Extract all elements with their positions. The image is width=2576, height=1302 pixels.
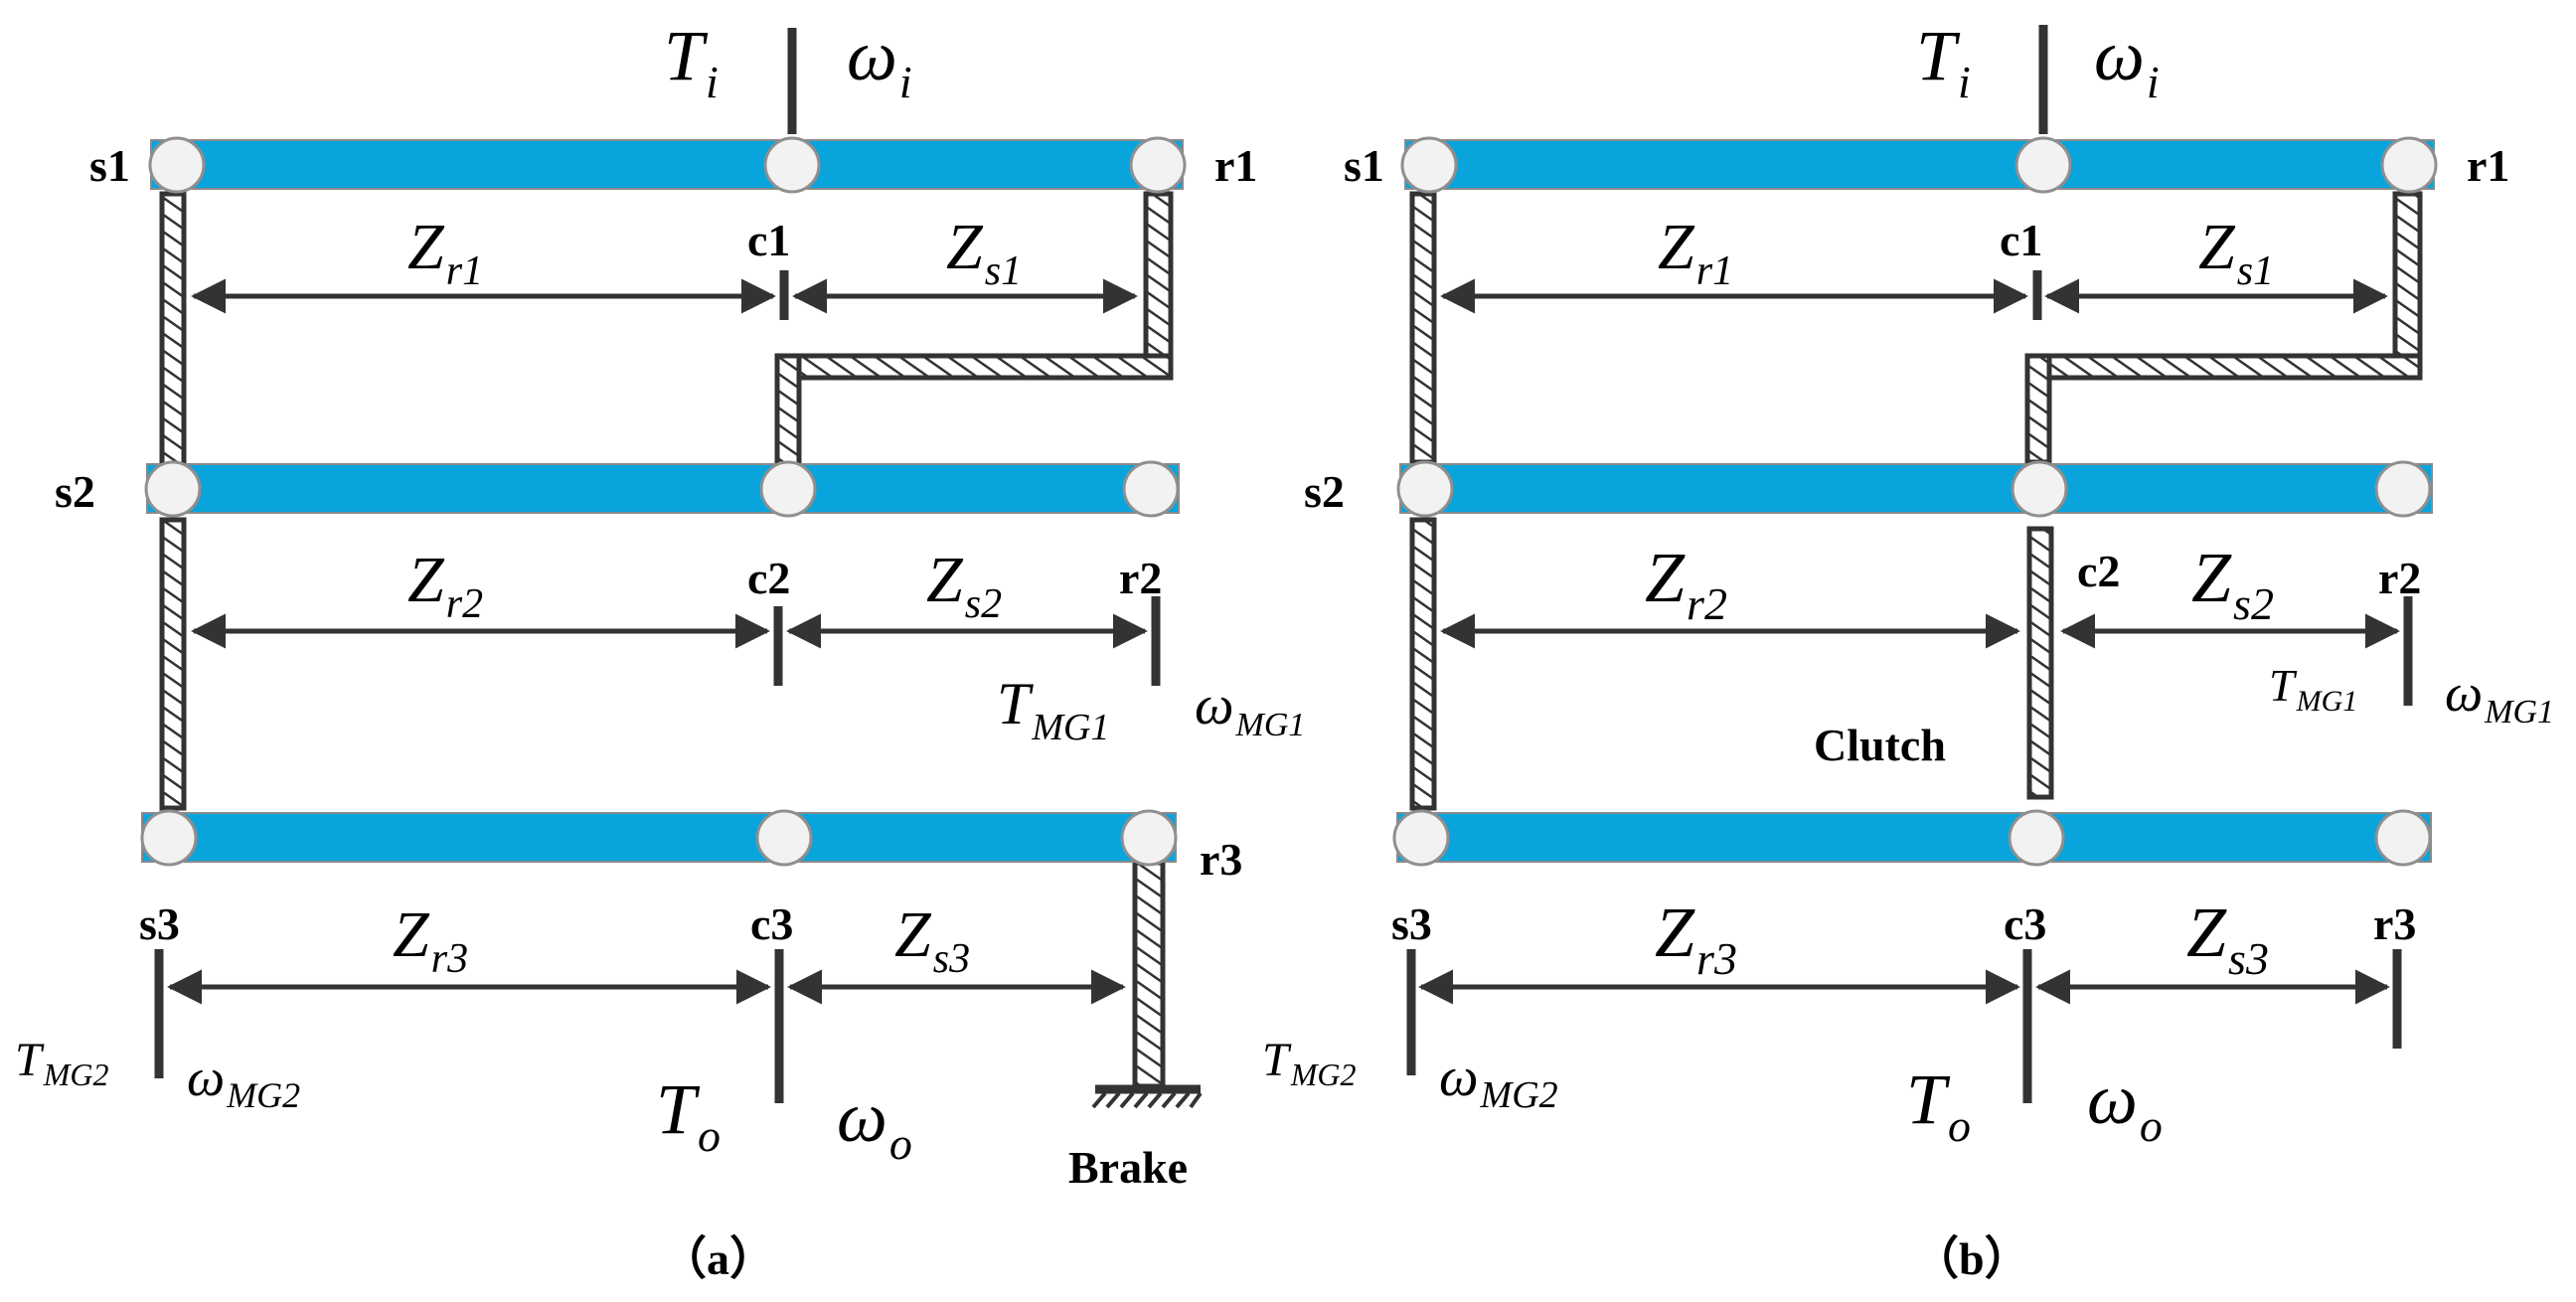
label-brake: Brake: [1068, 1142, 1188, 1193]
c2-vertical-b: [2024, 353, 2052, 465]
label-wmg2-a: ωMG2: [187, 1048, 300, 1115]
lever-1-a: [150, 139, 1184, 190]
label-zs2-a: Zs2: [926, 544, 1002, 627]
lever-3-b: [1396, 812, 2432, 863]
s2-s3-shaft-b: [1409, 517, 1437, 811]
label-zr1-b: Zr1: [1658, 211, 1733, 294]
pin-c3-a: [755, 809, 813, 867]
r1-vertical-b: [2392, 191, 2423, 376]
pin-r3-a: [1120, 809, 1178, 867]
label-output-speed-b: ωo: [2087, 1059, 2163, 1151]
s1-s2-shaft-a: [159, 191, 187, 470]
lever-1-b: [1404, 139, 2435, 190]
label-s3: s3: [1391, 898, 1432, 949]
label-r3: r3: [2373, 898, 2416, 949]
label-clutch: Clutch: [1814, 720, 1946, 770]
r1-c2-link-a: [774, 353, 1174, 381]
caption-b: （b）: [1913, 1233, 2030, 1284]
label-zs3-b: Zs3: [2186, 893, 2269, 984]
label-input-torque-b: Ti: [1916, 16, 1971, 107]
label-tmg2-a: TMG2: [15, 1034, 108, 1092]
s2-s3-shaft-a: [159, 517, 187, 811]
s1-s2-shaft-b: [1409, 191, 1437, 465]
label-input-speed-b: ωi: [2094, 16, 2160, 107]
label-output-speed-a: ωo: [837, 1077, 912, 1169]
label-zr2-a: Zr2: [407, 544, 483, 627]
pin-s1-b: [1400, 136, 1458, 194]
label-input-torque-a: Ti: [664, 16, 719, 107]
lever-3-a: [141, 812, 1177, 863]
pin-r2-b: [2374, 460, 2432, 518]
panel-a: s1 r1 c1 s2 c2 r2 r3 s3 c3 Ti ωi Zr1 Zs1…: [15, 16, 1305, 1284]
r1-c2-link-b: [2024, 353, 2423, 381]
label-output-torque-b: To: [1906, 1059, 1971, 1151]
pin-s2-a: [144, 460, 202, 518]
pin-c2-b: [2011, 460, 2068, 518]
pin-c2-a: [759, 460, 817, 518]
r3-brake-shaft-a: [1132, 860, 1166, 1089]
panel-b: s1 r1 c1 s2 c2 r2 s3 c3 r3 Ti ωi Zr1 Zs1…: [1262, 16, 2554, 1284]
label-zs1-b: Zs1: [2198, 211, 2274, 294]
label-wmg2-b: ωMG2: [1439, 1047, 1558, 1116]
lever-2-a: [146, 463, 1180, 514]
pin-r1-a: [1129, 136, 1187, 194]
pin-s2-b: [1396, 460, 1454, 518]
label-zr3-b: Zr3: [1655, 893, 1737, 984]
label-wmg1-b: ωMG1: [2445, 663, 2554, 731]
label-r1: r1: [2467, 140, 2509, 191]
pin-c1-b: [2014, 136, 2072, 194]
clutch-shaft-b: [2026, 526, 2054, 800]
label-s2: s2: [55, 466, 95, 517]
label-zs2-b: Zs2: [2191, 538, 2274, 629]
label-zs3-a: Zs3: [894, 898, 970, 982]
pin-r3-b: [2374, 809, 2432, 867]
label-c3: c3: [750, 898, 793, 949]
label-r2: r2: [1119, 553, 1162, 603]
label-c1: c1: [747, 215, 790, 265]
label-tmg1-b: TMG1: [2269, 660, 2357, 718]
label-zr3-a: Zr3: [393, 898, 468, 982]
pin-s3-b: [1392, 809, 1450, 867]
label-zr1-a: Zr1: [407, 211, 483, 294]
pin-s1-a: [148, 136, 206, 194]
pin-s3-a: [140, 809, 198, 867]
label-tmg2-b: TMG2: [1262, 1034, 1356, 1092]
lever-2-b: [1399, 463, 2433, 514]
label-c2: c2: [2077, 546, 2120, 596]
pin-c1-a: [763, 136, 821, 194]
label-output-torque-a: To: [656, 1069, 721, 1161]
label-r2: r2: [2378, 553, 2421, 603]
c2-vertical-a: [774, 353, 802, 470]
label-r1: r1: [1214, 140, 1257, 191]
label-input-speed-a: ωi: [847, 16, 912, 107]
r1-vertical-a: [1143, 191, 1174, 381]
label-c3: c3: [2004, 898, 2046, 949]
label-s2: s2: [1304, 466, 1345, 517]
label-tmg1-a: TMG1: [997, 671, 1109, 748]
label-s3: s3: [139, 898, 180, 949]
caption-a: （a）: [661, 1233, 775, 1284]
label-s1: s1: [89, 140, 130, 191]
label-wmg1-a: ωMG1: [1195, 675, 1305, 743]
label-c2: c2: [747, 553, 790, 603]
pin-r2-a: [1122, 460, 1180, 518]
pin-c3-b: [2008, 809, 2065, 867]
label-zs1-a: Zs1: [946, 211, 1022, 294]
label-r3: r3: [1200, 834, 1242, 885]
brake-ground-hatch-a: [1091, 1091, 1203, 1109]
pin-r1-b: [2380, 136, 2438, 194]
label-c1: c1: [2000, 215, 2042, 265]
label-zr2-b: Zr2: [1645, 538, 1727, 629]
label-s1: s1: [1344, 140, 1384, 191]
